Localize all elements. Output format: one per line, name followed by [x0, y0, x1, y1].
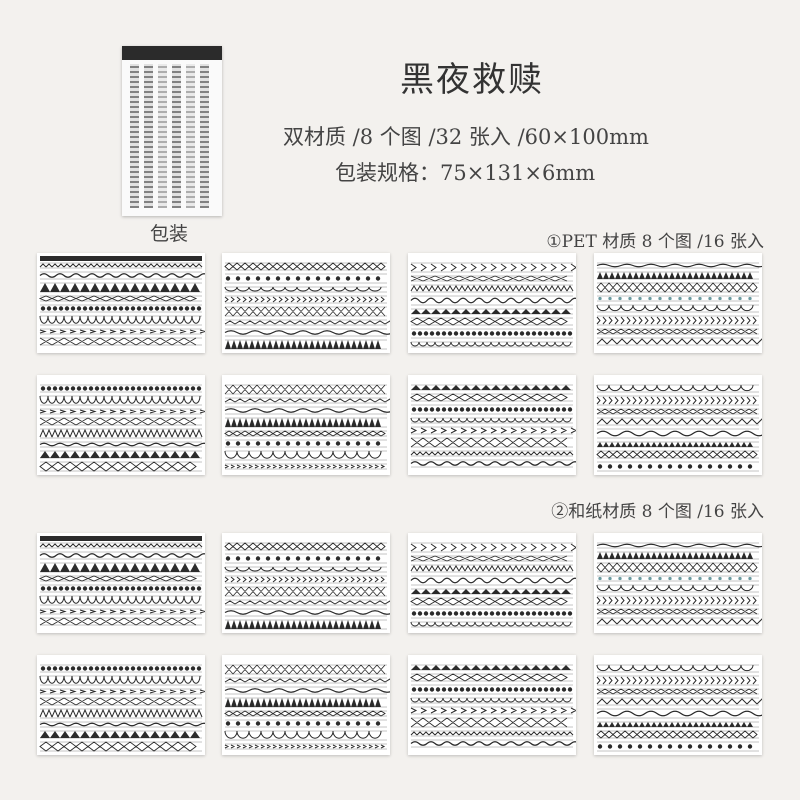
- package-stripe: [172, 64, 181, 208]
- package-stripe: [200, 64, 209, 208]
- spec-materials: 双材质 /8 个图 /32 张入 /60×100mm: [283, 125, 649, 149]
- package-label: 包装: [150, 223, 189, 245]
- sticker-design-card: [37, 655, 205, 755]
- section-heading-washi: ②和纸材质 8 个图 /16 张入: [551, 502, 764, 522]
- sticker-design-card: [408, 533, 576, 633]
- product-title: 黑夜救赎: [400, 60, 544, 100]
- package-preview-image: [122, 46, 222, 216]
- spec-package-size: 包装规格：75×131×6mm: [335, 161, 596, 185]
- sticker-design-card: [222, 253, 390, 353]
- package-stripe: [158, 64, 167, 208]
- package-stripe: [130, 64, 139, 208]
- sticker-design-card: [37, 375, 205, 475]
- package-stripe: [144, 64, 153, 208]
- sticker-design-card: [594, 655, 762, 755]
- sticker-design-card: [594, 253, 762, 353]
- sticker-design-card: [594, 375, 762, 475]
- sticker-design-card: [408, 253, 576, 353]
- sticker-design-card: [37, 533, 205, 633]
- section-heading-pet: ①PET 材质 8 个图 /16 张入: [546, 232, 764, 252]
- package-stripe: [186, 64, 195, 208]
- sticker-design-card: [594, 533, 762, 633]
- sticker-design-card: [222, 533, 390, 633]
- sticker-design-card: [408, 655, 576, 755]
- package-top-band: [122, 46, 222, 60]
- sticker-design-card: [222, 375, 390, 475]
- sticker-design-card: [408, 375, 576, 475]
- sticker-design-card: [222, 655, 390, 755]
- sticker-design-card: [37, 253, 205, 353]
